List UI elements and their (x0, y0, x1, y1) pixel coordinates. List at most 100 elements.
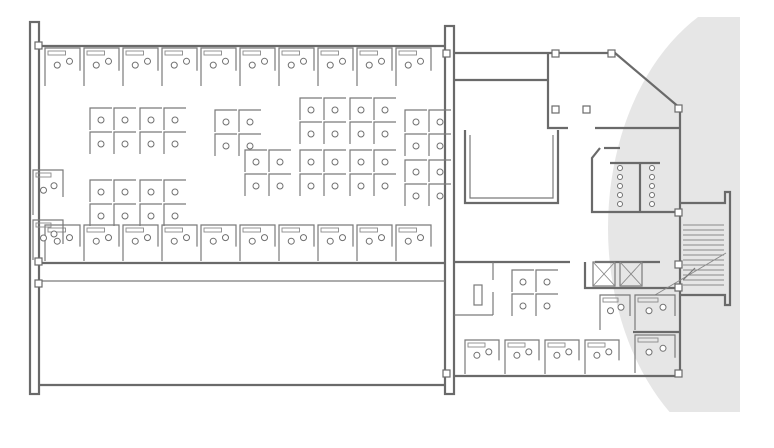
desk (203, 50, 222, 56)
cubicle-partition (349, 149, 372, 172)
cubicle (349, 97, 372, 120)
chair (171, 140, 179, 148)
elevators (592, 261, 643, 287)
desk (467, 342, 486, 348)
cubicle-partition (323, 173, 346, 196)
cubicle (373, 149, 396, 172)
office (239, 47, 276, 86)
office (584, 339, 620, 374)
chair (485, 348, 493, 356)
chair (246, 142, 254, 150)
office-partition (464, 339, 500, 374)
cubicle-partition (404, 183, 427, 206)
office-partition (161, 47, 198, 86)
chair (412, 118, 420, 126)
office (278, 47, 315, 86)
cubicle (373, 121, 396, 144)
chair (417, 57, 424, 65)
cubicle (404, 133, 427, 156)
chair (331, 158, 339, 166)
office-partition (599, 294, 631, 330)
office-partition (32, 219, 64, 260)
cubicle-partition (373, 173, 396, 196)
highlight-zone (608, 17, 740, 412)
cubicle (404, 159, 427, 182)
chair (222, 57, 229, 65)
chair (97, 188, 105, 196)
chair (617, 303, 625, 311)
chair (513, 351, 521, 359)
office (317, 47, 354, 86)
office (599, 294, 631, 330)
office (32, 219, 64, 260)
chair (417, 234, 424, 242)
chair (436, 168, 444, 176)
cubicle (139, 131, 162, 154)
chair (357, 158, 365, 166)
cubicle-partition (113, 179, 136, 202)
cubicle-partition (299, 97, 322, 120)
office-partition (200, 224, 237, 261)
chair (171, 116, 179, 124)
chair (209, 237, 217, 245)
office-partition (634, 334, 676, 373)
office (122, 224, 159, 261)
cubicle (163, 203, 186, 226)
chair (105, 234, 112, 242)
desk (35, 222, 52, 228)
stair-treads (683, 224, 724, 286)
desk (359, 50, 378, 56)
cubicle (373, 173, 396, 196)
cubicle (163, 131, 186, 154)
cubicle (323, 121, 346, 144)
chair (97, 212, 105, 220)
cubicle (349, 149, 372, 172)
desk (125, 227, 144, 233)
desk (203, 227, 222, 233)
cubicle-partition (349, 173, 372, 196)
cubicle (323, 173, 346, 196)
chair (645, 348, 653, 356)
chair (171, 188, 179, 196)
chair (339, 234, 346, 242)
cubicle-partition (139, 131, 162, 154)
cubicle (373, 97, 396, 120)
cubicle-partition (428, 109, 451, 132)
desk (547, 342, 566, 348)
chair (246, 118, 254, 126)
office-partition (122, 224, 159, 261)
cubicle (428, 133, 451, 156)
cubicle (428, 109, 451, 132)
office-partition (278, 224, 315, 261)
chair (378, 234, 385, 242)
cubicle (511, 293, 534, 316)
desk (164, 227, 183, 233)
toilet (617, 165, 623, 171)
toilet (649, 183, 655, 189)
chair (40, 234, 47, 242)
cubicle-partition (139, 203, 162, 226)
chair (147, 140, 155, 148)
cubicle (268, 149, 291, 172)
office (464, 339, 500, 374)
desk (242, 227, 261, 233)
counter (473, 284, 483, 306)
office-partition (83, 224, 120, 261)
chair (261, 57, 268, 65)
chair (645, 307, 653, 315)
chair (97, 140, 105, 148)
cubicle-partition (163, 179, 186, 202)
cubicle-partition (323, 97, 346, 120)
cubicle (139, 203, 162, 226)
desk (35, 172, 52, 178)
chair (553, 351, 561, 359)
office (395, 47, 432, 86)
cubicle-partition (404, 109, 427, 132)
cubicle (535, 293, 558, 316)
desk (398, 50, 417, 56)
cubicle-partition (511, 269, 534, 292)
desk (320, 227, 339, 233)
chair (543, 302, 551, 310)
cubicle (511, 269, 534, 292)
chair (381, 158, 389, 166)
